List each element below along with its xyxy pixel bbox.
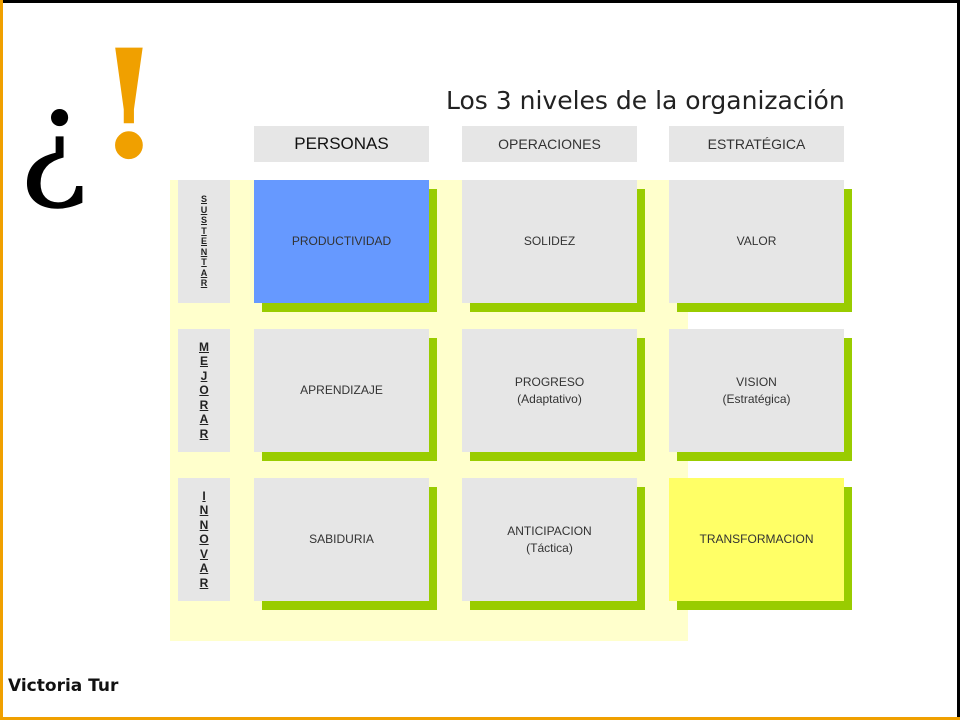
- row-label-letter: E: [200, 236, 207, 247]
- card-progreso: PROGRESO (Adaptativo): [462, 329, 637, 452]
- card-line2: (Táctica): [526, 540, 573, 555]
- row-label-letter: S: [200, 194, 207, 205]
- card-anticipacion: ANTICIPACION (Táctica): [462, 478, 637, 601]
- row-label-letter: O: [199, 532, 209, 547]
- frame-left-border: [0, 0, 3, 720]
- card-line1: PRODUCTIVIDAD: [291, 234, 392, 248]
- row-label-letter: R: [199, 575, 209, 590]
- card-line2: (Adaptativo): [517, 391, 582, 406]
- column-header-operaciones: OPERACIONES: [462, 126, 637, 162]
- row-label-letter: N: [199, 517, 209, 532]
- row-label-letter: A: [199, 561, 209, 576]
- frame-bottom-border: [0, 717, 960, 720]
- column-header-estrategica: ESTRATÉGICA: [669, 126, 844, 162]
- row-label-letter: E: [199, 354, 208, 369]
- exclamation-mark: !: [96, 17, 162, 193]
- row-label-letter: T: [201, 225, 207, 236]
- card-line1: SABIDURIA: [309, 532, 374, 546]
- row-label-letter: N: [200, 246, 208, 257]
- card-aprendizaje: APRENDIZAJE: [254, 329, 429, 452]
- row-label-letter: O: [199, 383, 209, 398]
- card-solidez: SOLIDEZ: [462, 180, 637, 303]
- card-line1: VISION: [736, 374, 777, 389]
- row-label-letter: U: [200, 204, 208, 215]
- card-productividad: PRODUCTIVIDAD: [254, 180, 429, 303]
- row-label-letter: N: [199, 503, 209, 518]
- row-label-letter: A: [200, 267, 208, 278]
- author-name: Victoria Tur: [8, 676, 119, 696]
- row-label-letter: R: [199, 397, 209, 412]
- row-label-letter: R: [200, 278, 208, 289]
- card-sabiduria: SABIDURIA: [254, 478, 429, 601]
- card-line1: SOLIDEZ: [523, 234, 576, 248]
- card-line1: APRENDIZAJE: [300, 383, 383, 397]
- row-label-letter: A: [199, 412, 209, 427]
- row-label-letter: S: [200, 215, 207, 226]
- card-line1: TRANSFORMACION: [699, 532, 814, 546]
- card-line1: VALOR: [736, 234, 777, 248]
- slide-title: Los 3 niveles de la organización: [446, 86, 845, 115]
- card-line2: (Estratégica): [722, 391, 791, 406]
- frame-right-border: [957, 0, 960, 720]
- row-label-letter: J: [200, 368, 208, 383]
- card-line1: PROGRESO: [514, 374, 585, 389]
- row-label-letter: I: [202, 488, 206, 503]
- row-label-letter: M: [199, 339, 209, 354]
- frame-top-border: [0, 0, 960, 3]
- card-line1: ANTICIPACION: [507, 523, 592, 538]
- card-valor: VALOR: [669, 180, 844, 303]
- row-label-letter: R: [199, 426, 209, 441]
- card-vision: VISION (Estratégica): [669, 329, 844, 452]
- row-label-letter: V: [199, 546, 208, 561]
- row-label-letter: T: [201, 257, 207, 268]
- inverted-question-mark: ¿: [18, 61, 89, 215]
- card-transformacion: TRANSFORMACION: [669, 478, 844, 601]
- column-header-personas: PERSONAS: [254, 126, 429, 162]
